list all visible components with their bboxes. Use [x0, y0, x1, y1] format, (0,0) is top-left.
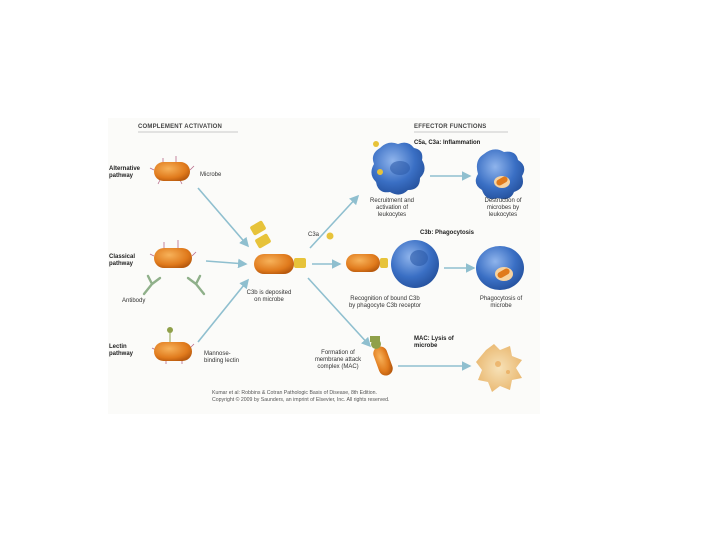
complement-diagram: COMPLEMENT ACTIVATION EFFECTOR FUNCTIONS…	[108, 118, 540, 414]
label-phagocytosis: Phagocytosis of microbe	[479, 296, 523, 309]
label-mac-lysis: MAC: Lysis of microbe	[414, 336, 454, 349]
antibody-shapes	[142, 274, 206, 296]
arrows-to-c3b	[197, 187, 250, 343]
label-destruction: Destruction of microbes by leukocytes	[484, 198, 522, 218]
c3a-fragment	[326, 232, 334, 240]
label-recognition: Recognition of bound C3b by phagocyte C3…	[348, 296, 422, 309]
label-antibody: Antibody	[122, 298, 146, 304]
pathway-lectin: Lectin pathway	[109, 344, 134, 357]
cell-phagocytosis	[476, 246, 524, 290]
label-c5a-c3a-inflammation: C5a, C3a: Inflammation	[414, 140, 481, 146]
label-microbe: Microbe	[200, 172, 222, 178]
arrows-from-c3b	[307, 194, 372, 348]
leukocyte-destruction	[475, 149, 525, 200]
microbe-lectin	[151, 327, 195, 364]
microbe-c3b-deposited	[250, 220, 306, 274]
pathway-classical: Classical pathway	[109, 254, 136, 267]
label-c3b-deposited: C3b is deposited on microbe	[246, 290, 292, 303]
label-recruitment: Recruitment and activation of leukocytes	[369, 198, 415, 218]
label-c3a: C3a	[308, 232, 320, 238]
microbe-classical	[149, 240, 197, 268]
header-effector-functions: EFFECTOR FUNCTIONS	[414, 124, 487, 130]
citation-line-1: Kumar et al: Robbins & Cotran Pathologic…	[212, 390, 377, 396]
label-mac-formation: Formation of membrane attack complex (MA…	[314, 350, 362, 370]
phagocyte-cell	[391, 240, 439, 288]
arrows-effector	[398, 171, 476, 371]
label-c3b-phagocytosis: C3b: Phagocytosis	[420, 230, 475, 236]
microbe-mac	[370, 336, 393, 376]
pathway-alternative: Alternative pathway	[109, 166, 141, 179]
diagram-graphics	[138, 131, 525, 392]
label-mannose-binding-lectin: Mannose-binding lectin	[204, 351, 240, 364]
leukocyte-inflammation	[371, 141, 425, 195]
citation-line-2: Copyright © 2009 by Saunders, an imprint…	[212, 397, 390, 403]
microbe-lysed	[476, 344, 522, 392]
microbe-alternative	[149, 156, 195, 185]
microbe-recognition	[346, 254, 388, 272]
header-complement-activation: COMPLEMENT ACTIVATION	[138, 124, 223, 130]
